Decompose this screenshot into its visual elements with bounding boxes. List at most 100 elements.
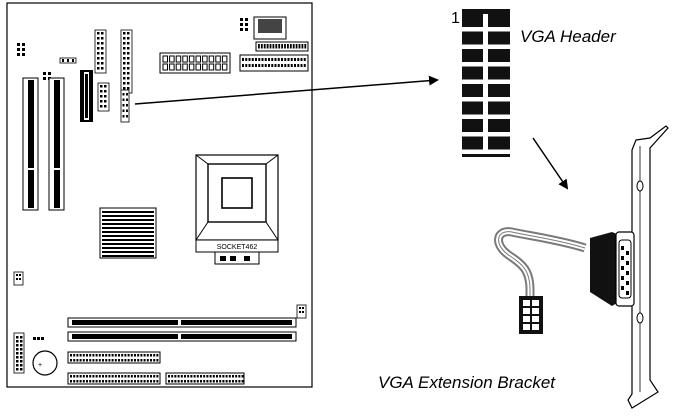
ide-pin — [281, 58, 283, 61]
connector-pin — [92, 380, 95, 383]
connector-pin — [235, 375, 238, 378]
header-pin — [127, 32, 130, 35]
connector-pin — [118, 375, 120, 378]
connector-pin — [70, 359, 72, 362]
connector-pin — [232, 375, 234, 378]
fp-pin — [20, 344, 23, 347]
vga-header-pin — [488, 101, 505, 115]
connector-pin — [111, 359, 114, 362]
header-pin — [97, 37, 100, 40]
connector-pin — [193, 375, 196, 378]
connector-pin — [130, 359, 133, 362]
header-pin — [100, 95, 103, 98]
connector-pin — [140, 359, 143, 362]
floppy-pin — [272, 44, 275, 49]
floppy-pin — [284, 44, 286, 49]
board-vga-pin — [126, 93, 128, 96]
connector-pin — [121, 354, 124, 357]
header-pin — [97, 67, 100, 70]
vga-header-pin — [466, 49, 483, 62]
header-pin — [101, 62, 104, 65]
atx-pin — [162, 63, 168, 71]
connector-pin — [118, 354, 120, 357]
connector-pin — [79, 375, 82, 378]
floppy-pin — [304, 44, 307, 49]
small-header-top — [240, 18, 248, 31]
connector-pin — [114, 375, 117, 378]
header-pin — [127, 52, 130, 55]
connector-pin — [82, 375, 85, 378]
connector-pin — [105, 380, 108, 383]
connector-pin — [124, 354, 127, 357]
fp-pin — [20, 352, 23, 355]
header-pin — [123, 87, 126, 90]
ide-pin — [277, 58, 280, 61]
connector-pin — [98, 354, 101, 357]
connector-pin — [140, 354, 143, 357]
connector-pin — [212, 375, 215, 378]
connector-pin — [121, 375, 124, 378]
bracket-plate — [627, 125, 669, 409]
vga-extension-bracket — [494, 125, 669, 409]
fp-pin — [20, 360, 23, 363]
floppy-pin — [269, 44, 272, 49]
cpu-socket: SOCKET462 — [195, 154, 279, 265]
connector-pin — [225, 380, 228, 383]
vga-header-pin — [466, 66, 483, 80]
fp-pin — [16, 356, 19, 359]
header-pin — [101, 32, 104, 35]
jumper-block-top-left — [17, 43, 25, 56]
agp-slot — [80, 70, 93, 122]
connector-pin — [73, 359, 76, 362]
header-pin — [97, 42, 100, 45]
vga-header-gap — [462, 132, 510, 137]
connector-pin — [70, 354, 72, 357]
header-pin — [127, 37, 130, 40]
connector-pin — [203, 375, 206, 378]
connector-pin — [146, 380, 149, 383]
connector-pin — [73, 380, 76, 383]
floppy-pin — [295, 44, 298, 49]
floppy-pin — [278, 44, 281, 49]
ide-pin — [242, 58, 244, 61]
arrow-board-to-header — [134, 75, 439, 105]
dsub-pin — [626, 261, 629, 265]
connector-pin — [171, 375, 174, 378]
vga-header-gap — [483, 101, 488, 115]
connector-pin — [95, 380, 98, 383]
fp-pin — [16, 360, 19, 363]
vga-header-pin — [466, 31, 483, 45]
connector-pin — [150, 375, 152, 378]
connector-pin — [190, 380, 193, 383]
vga-header-pin — [466, 84, 483, 97]
floppy-pin — [298, 44, 301, 49]
northbridge-heatsink — [99, 207, 157, 259]
vga-header-gap — [462, 27, 510, 32]
atx-pin — [221, 55, 228, 63]
connector-pin — [70, 375, 72, 378]
connector-pin — [177, 380, 180, 383]
floppy-pin — [287, 44, 289, 49]
connector-pin — [114, 380, 117, 383]
header-pin — [97, 62, 100, 65]
connector-pin — [209, 375, 212, 378]
atx-pin — [175, 63, 182, 71]
ide-pin — [258, 58, 261, 61]
ide-pin — [290, 58, 293, 61]
atx-pin — [175, 55, 182, 63]
connector-pin — [235, 380, 238, 383]
connector-pin — [82, 359, 85, 362]
atx-pin — [188, 55, 195, 63]
dsub-pin — [626, 281, 629, 285]
board-vga-pin — [126, 104, 128, 107]
header-pin — [100, 85, 103, 88]
connector-pin — [105, 354, 108, 357]
header-pin — [123, 62, 126, 65]
header-pin — [123, 82, 126, 85]
connector-pin — [143, 380, 146, 383]
connector-pin — [108, 375, 111, 378]
connector-pin — [92, 354, 95, 357]
connector-pin — [137, 359, 140, 362]
connector-pin — [89, 359, 92, 362]
connector-pin — [168, 375, 170, 378]
